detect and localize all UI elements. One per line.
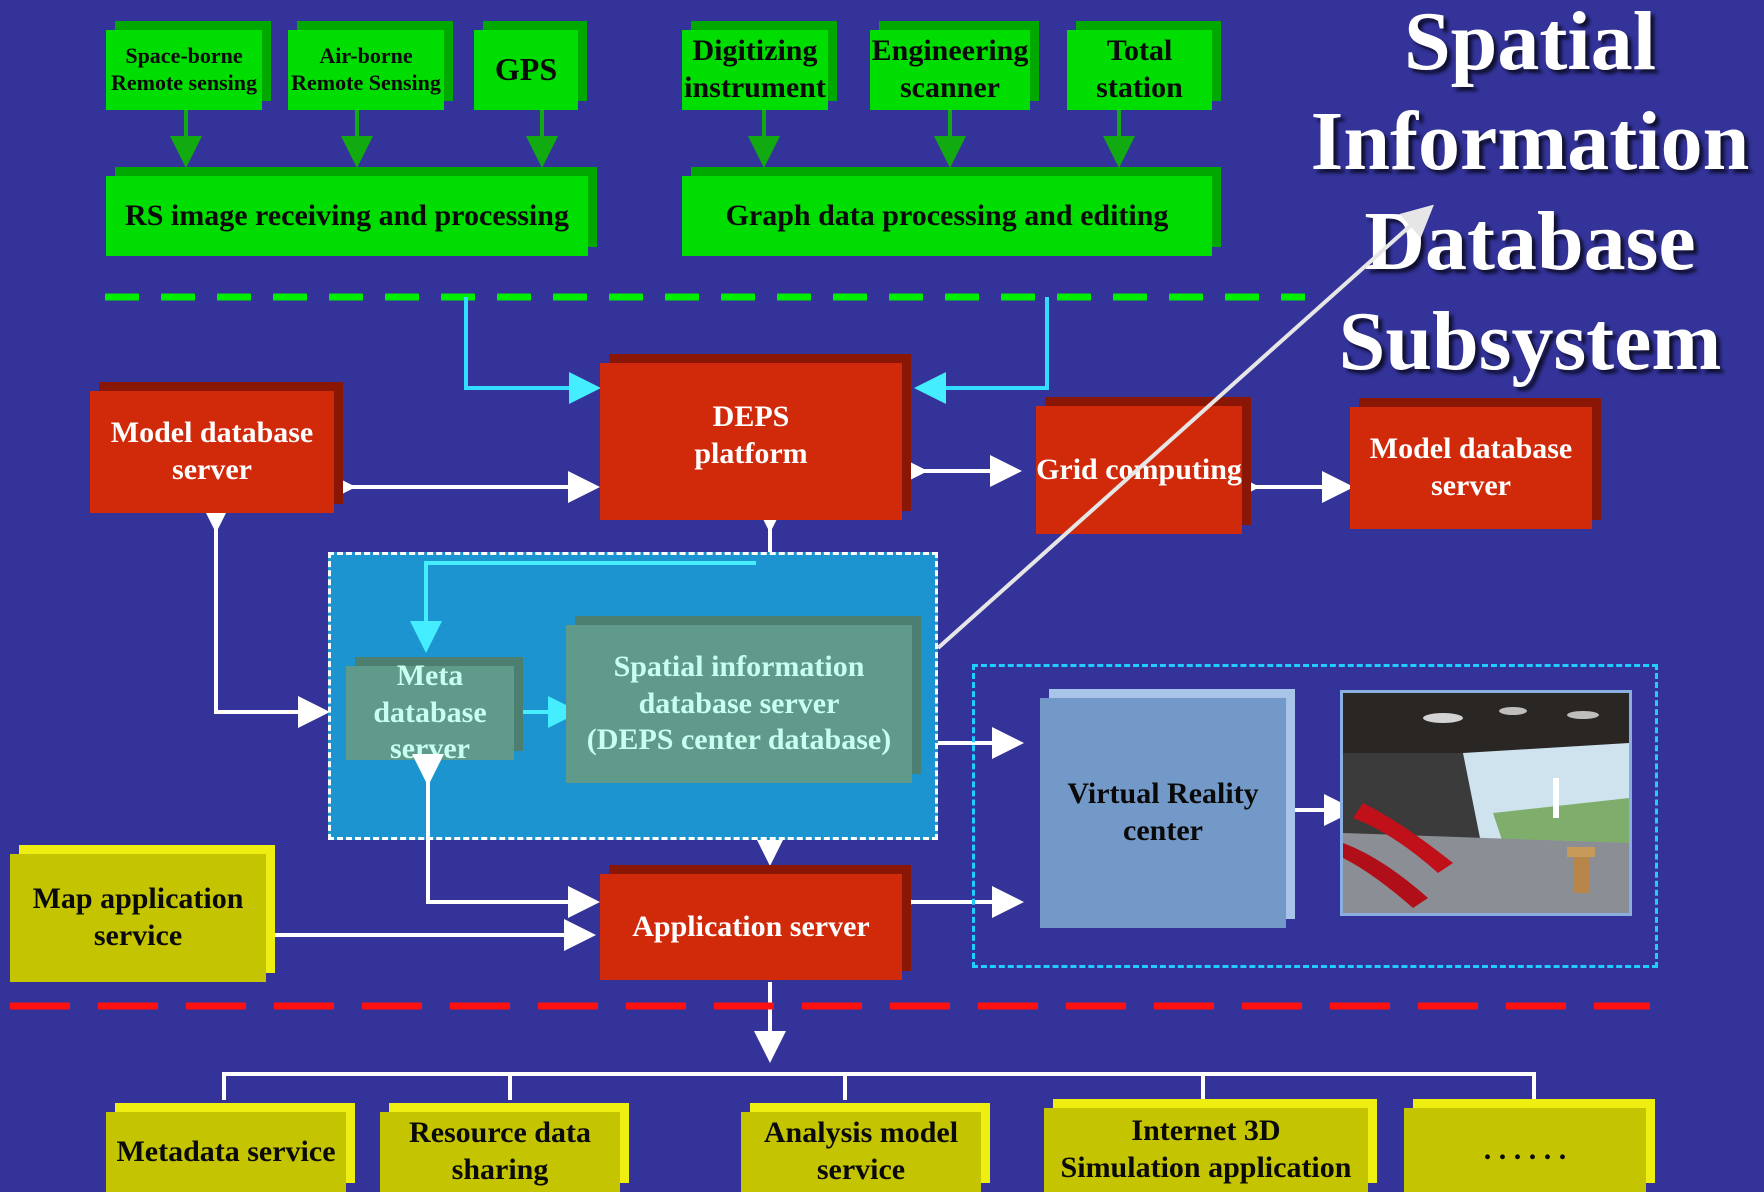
- digitizing-line2: instrument: [684, 71, 826, 104]
- source-arrows: [170, 110, 1135, 168]
- internet3d-line2: Simulation application: [1060, 1151, 1352, 1184]
- resource-line2: sharing: [451, 1153, 549, 1186]
- arrow-modeldb-metadb: [200, 501, 330, 728]
- map-app-line1: Map application: [32, 882, 244, 916]
- arrow-rs-to-deps: [464, 297, 601, 404]
- engineering-line1: Engineering: [871, 34, 1029, 68]
- vr-panel: [972, 664, 1658, 968]
- vr-line2: center: [1123, 814, 1203, 847]
- app-server-label: Application server: [632, 909, 870, 943]
- vr-theater-image: [1340, 690, 1632, 916]
- rs-processing-label: RS image receiving and processing: [125, 198, 569, 232]
- map-app-line2: service: [93, 919, 183, 952]
- model-db-right-line2: server: [1431, 469, 1511, 502]
- spatial-db-line3: (DEPS center database): [586, 723, 892, 757]
- analysis-line2: service: [816, 1153, 906, 1186]
- arrow-deps-to-metadb: [410, 561, 756, 653]
- deps-line1: DEPS: [712, 399, 790, 433]
- more-services-box: . . . . . .: [1404, 1108, 1646, 1192]
- internet3d-line1: Internet 3D: [1131, 1114, 1281, 1148]
- total-station-line2: station: [1096, 71, 1183, 104]
- metadata-service-label: Metadata service: [116, 1134, 336, 1168]
- gps-label: GPS: [494, 51, 558, 88]
- arrow-metadb-app: [412, 754, 600, 918]
- model-db-left-line1: Model database: [110, 416, 314, 450]
- digitizing-line1: Digitizing: [692, 34, 818, 68]
- rs-processing-box: RS image receiving and processing: [106, 176, 588, 256]
- spatial-db-line2: database server: [638, 686, 840, 720]
- title-line2: Information: [1310, 95, 1750, 188]
- title-line1: Spatial: [1403, 0, 1657, 88]
- services-bus: [222, 1072, 1536, 1100]
- more-services-label: . . . . . .: [1483, 1132, 1567, 1166]
- vr-theater-illustration: [1343, 693, 1629, 913]
- resource-line1: Resource data: [409, 1116, 591, 1150]
- model-db-left-line2: server: [172, 453, 252, 486]
- analysis-line1: Analysis model: [763, 1116, 959, 1150]
- metadata-service-box: Metadata service: [106, 1112, 346, 1192]
- spatial-db-line1: Spatial information: [613, 650, 865, 684]
- application-server-box: Application server: [600, 874, 902, 980]
- vr-line1: Virtual Reality: [1067, 777, 1259, 811]
- airborne-line2: Remote Sensing: [291, 70, 441, 95]
- deps-line2: platform: [694, 436, 808, 470]
- spaceborne-line2: Remote sensing: [110, 70, 258, 95]
- gps-box: GPS: [474, 30, 578, 110]
- spaceborne-line1: Space-borne: [125, 43, 243, 69]
- engineering-line2: scanner: [900, 71, 1000, 104]
- airborne-line1: Air-borne: [319, 43, 413, 69]
- total-station-line1: Total: [1106, 34, 1173, 68]
- meta-db-line1: Meta database: [373, 659, 487, 729]
